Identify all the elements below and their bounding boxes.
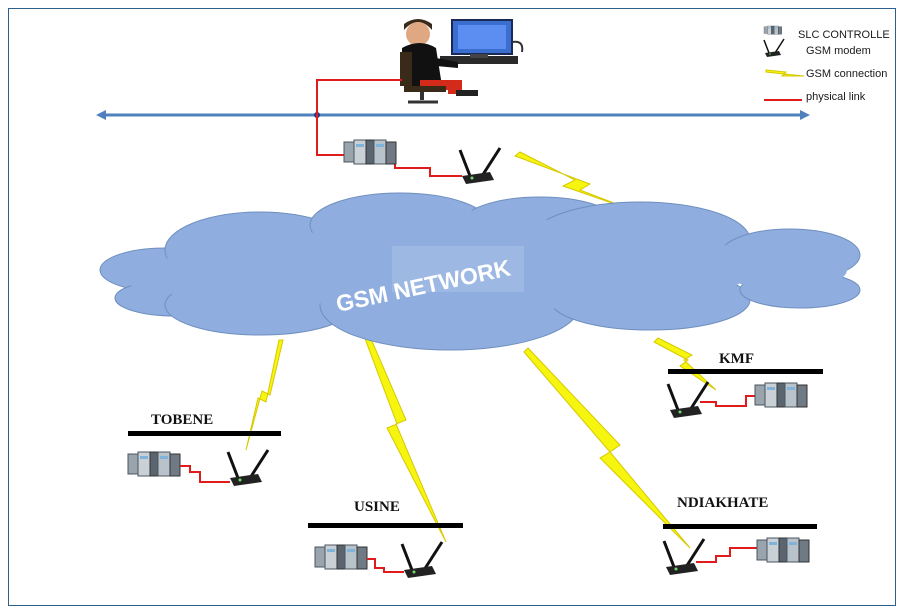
legend-label-slc-controller: SLC CONTROLLE (798, 29, 890, 41)
legend-item-gsm-connection: GSM connection (765, 68, 887, 80)
legend-item-slc-controller: SLC CONTROLLE (763, 25, 890, 41)
ndiakhate-gsm-modem-icon (662, 537, 706, 577)
tobene-gsm-modem-icon (226, 448, 270, 488)
hq-gsm-modem-icon (458, 146, 502, 186)
kmf-gsm-modem-icon (666, 380, 710, 420)
site-usine: USINE (308, 499, 463, 580)
tobene-plc-controller-icon (127, 451, 181, 477)
network-bus (96, 110, 810, 120)
usine-gsm-modem-icon (400, 540, 444, 580)
legend-label-gsm-modem: GSM modem (806, 45, 871, 57)
operator-workstation-icon (400, 19, 524, 104)
gsm-network-cloud: GSM NETWORK (99, 192, 861, 351)
lightning-icon (765, 69, 805, 77)
hq-plc-controller-icon (343, 139, 397, 165)
gsm-modem-icon (763, 38, 785, 58)
site-label-tobene: TOBENE (151, 412, 213, 428)
usine-plc-controller-icon (314, 544, 368, 570)
kmf-plc-controller-icon (754, 382, 808, 408)
gsm-connection-tobene (245, 339, 284, 451)
site-label-kmf: KMF (719, 351, 754, 367)
plc-controller-icon (763, 25, 782, 35)
legend-label-physical-link: physical link (806, 91, 866, 103)
gsm-connection-ndiakhate (523, 347, 691, 549)
ndiakhate-plc-controller-icon (756, 537, 810, 563)
site-label-ndiakhate: NDIAKHATE (677, 495, 768, 511)
cloud-label-highlight (392, 246, 524, 292)
legend-item-physical-link: physical link (764, 91, 866, 103)
legend-item-gsm-modem: GSM modem (763, 38, 871, 58)
gsm-connection-hq (513, 151, 633, 211)
site-kmf: KMF (666, 351, 823, 420)
gsm-connection-kmf (653, 337, 717, 391)
site-ndiakhate: NDIAKHATE (662, 495, 817, 577)
legend-label-gsm-connection: GSM connection (806, 68, 887, 80)
site-label-usine: USINE (354, 499, 400, 515)
diagram-frame (8, 8, 896, 606)
legend: SLC CONTROLLE GSM modem GSM connection p… (763, 25, 890, 103)
site-tobene: TOBENE (127, 412, 281, 488)
